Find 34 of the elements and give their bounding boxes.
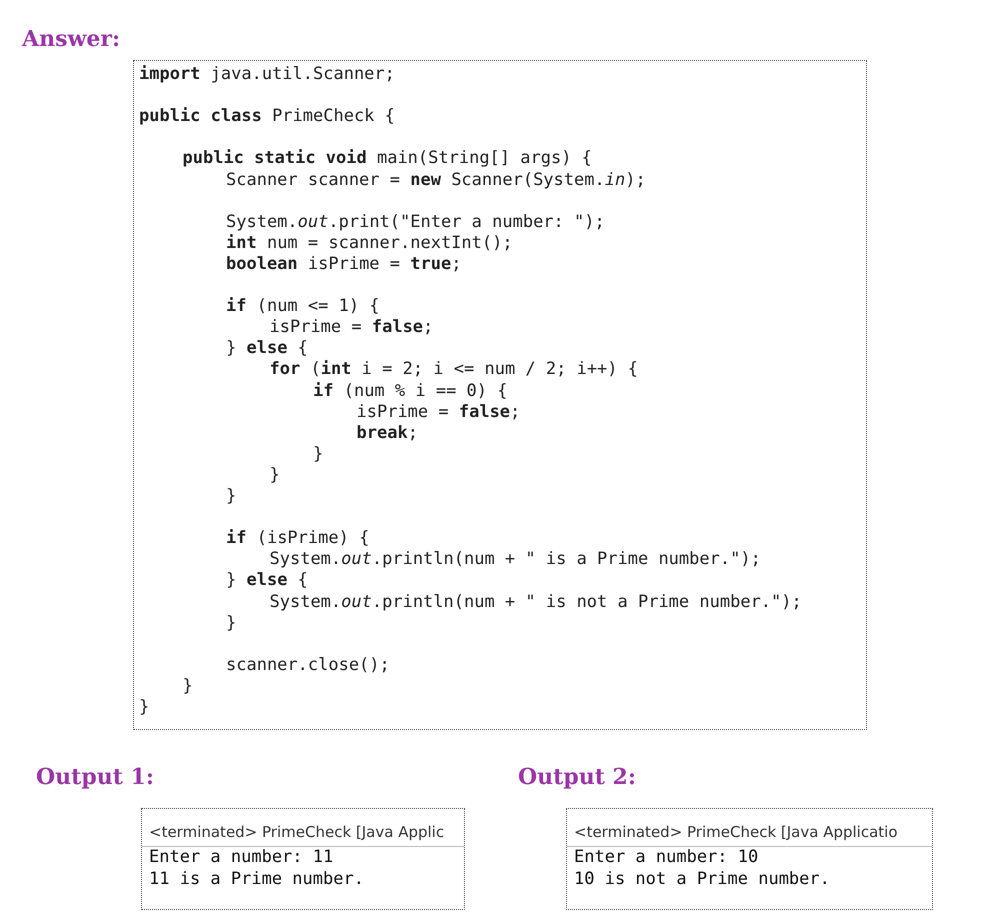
code-line: public class PrimeCheck {	[139, 106, 395, 128]
code-line: boolean isPrime = true;	[226, 254, 462, 275]
code-line: if (isPrime) {	[226, 528, 370, 550]
code-line: for (int i = 2; i <= num / 2; i++) {	[270, 359, 638, 380]
code-line: Scanner scanner = new Scanner(System.in);	[226, 170, 646, 190]
console-line: 10 is not a Prime number.	[574, 869, 830, 889]
code-line: System.out.print("Enter a number: ");	[226, 212, 605, 233]
code-line: if (num % i == 0) {	[313, 380, 508, 402]
code-line: break;	[356, 422, 418, 444]
console-title: <terminated> PrimeCheck [Java Applicatio	[574, 823, 898, 841]
code-line: }	[270, 464, 280, 486]
code-line: int num = scanner.nextInt();	[226, 232, 513, 254]
heading: Answer:	[22, 26, 120, 52]
code-line: } else {	[226, 570, 308, 592]
code-line: public static void main(String[] args) {	[182, 148, 592, 170]
code-line: import java.util.Scanner;	[139, 64, 395, 85]
code-line: isPrime = false;	[356, 402, 520, 423]
code-line: if (num <= 1) {	[226, 296, 380, 318]
code-line: scanner.close();	[226, 654, 390, 676]
section-heading: Output 2:	[518, 764, 636, 790]
code-line: }	[139, 697, 150, 718]
console-line: Enter a number: 11	[149, 847, 334, 867]
console-line: 11 is a Prime number.	[149, 869, 364, 889]
section-heading: Output 1:	[36, 764, 154, 790]
console-title: <terminated> PrimeCheck [Java Applic	[149, 823, 444, 841]
console-line: Enter a number: 10	[574, 847, 758, 867]
code-line: }	[226, 486, 236, 507]
code-line: }	[313, 444, 324, 465]
code-line: System.out.println(num + " is not a Prime number.");	[270, 592, 802, 612]
code-line: } else {	[226, 338, 308, 360]
code-line: System.out.println(num + " is a Prime number.");	[270, 549, 761, 570]
code-line: }	[182, 676, 193, 697]
code-line: isPrime = false;	[270, 317, 434, 338]
code-line: }	[226, 612, 236, 634]
